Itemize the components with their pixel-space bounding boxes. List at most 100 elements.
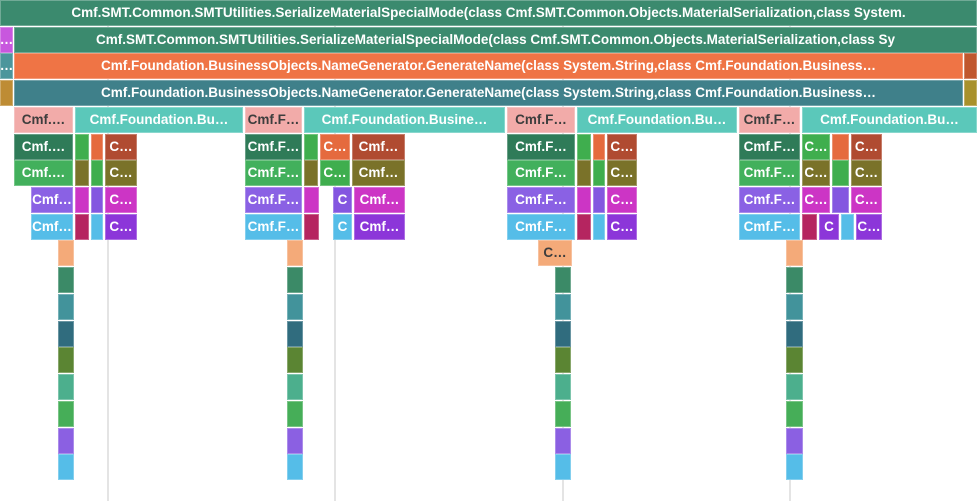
flame-frame[interactable] (555, 294, 571, 320)
flame-frame[interactable] (555, 401, 571, 427)
flame-frame[interactable] (577, 134, 591, 160)
flame-frame[interactable] (593, 187, 605, 213)
flame-frame[interactable] (832, 187, 849, 213)
flame-frame[interactable]: Cmf.SMT.Common.SMTUtilities.SerializeMat… (14, 27, 977, 53)
flame-frame[interactable] (786, 294, 803, 320)
flame-frame[interactable]: C (333, 187, 352, 213)
flame-frame[interactable] (841, 214, 854, 240)
flame-frame[interactable] (304, 214, 319, 240)
flame-frame[interactable] (786, 428, 803, 454)
flame-frame[interactable] (304, 134, 318, 160)
flame-frame[interactable] (58, 294, 74, 320)
flame-frame[interactable] (75, 187, 89, 213)
flame-frame[interactable]: Cmf.F… (507, 107, 575, 133)
flame-frame[interactable] (786, 267, 803, 293)
flame-frame[interactable]: C (333, 214, 352, 240)
flame-frame[interactable] (91, 187, 103, 213)
flame-frame[interactable] (832, 160, 849, 186)
flame-frame[interactable] (593, 160, 605, 186)
flame-frame[interactable]: Cmf.SMT.Common.SMTUtilities.SerializeMat… (0, 0, 977, 26)
flame-frame[interactable] (287, 374, 303, 400)
flame-frame[interactable]: Cmf.F… (739, 160, 800, 186)
flame-frame[interactable]: C… (538, 240, 572, 266)
flame-frame[interactable] (593, 134, 605, 160)
flame-frame[interactable]: Cmf.… (14, 134, 73, 160)
flame-frame[interactable] (287, 454, 303, 480)
flame-frame[interactable]: Cmf.… (14, 160, 73, 186)
flame-frame[interactable]: C… (320, 134, 350, 160)
flame-frame[interactable]: C (819, 214, 839, 240)
flame-frame[interactable]: Cmf.F… (739, 107, 800, 133)
flame-frame[interactable]: Cmf.Foundation.Bu… (577, 107, 737, 133)
flame-frame[interactable]: C… (320, 160, 350, 186)
flame-frame[interactable] (786, 454, 803, 480)
flame-frame[interactable]: Cmf… (354, 214, 405, 240)
flame-frame[interactable]: … (0, 27, 13, 53)
flame-frame[interactable] (58, 321, 74, 347)
flame-frame[interactable] (555, 267, 571, 293)
flame-frame[interactable] (287, 428, 303, 454)
flame-frame[interactable] (58, 240, 74, 266)
flame-frame[interactable] (75, 214, 89, 240)
flame-frame[interactable] (555, 428, 571, 454)
flame-frame[interactable]: Cmf… (352, 160, 405, 186)
flame-frame[interactable] (802, 214, 817, 240)
flame-frame[interactable]: … (0, 53, 13, 79)
flame-frame[interactable] (555, 454, 571, 480)
flame-frame[interactable] (555, 347, 571, 373)
flame-frame[interactable] (91, 160, 103, 186)
flame-frame[interactable]: Cmf.F… (245, 134, 302, 160)
flame-frame[interactable]: Cmf… (354, 187, 405, 213)
flame-frame[interactable]: Cmf.F… (739, 187, 800, 213)
flame-frame[interactable] (75, 160, 89, 186)
flame-frame[interactable] (0, 80, 13, 106)
flame-frame[interactable]: C… (607, 214, 637, 240)
flame-frame[interactable]: C… (105, 187, 137, 213)
flame-frame[interactable]: Cmf.F… (507, 160, 575, 186)
flame-frame[interactable] (555, 321, 571, 347)
flame-frame[interactable] (786, 374, 803, 400)
flame-frame[interactable] (786, 321, 803, 347)
flame-frame[interactable] (287, 401, 303, 427)
flame-frame[interactable]: C… (607, 160, 637, 186)
flame-frame[interactable]: Cmf… (31, 187, 73, 213)
flame-frame[interactable]: Cmf.F… (245, 107, 302, 133)
flame-frame[interactable]: C… (851, 160, 882, 186)
flame-frame[interactable]: C… (851, 187, 882, 213)
flame-frame[interactable]: C… (856, 214, 882, 240)
flame-frame[interactable]: Cmf.F… (507, 214, 575, 240)
flame-frame[interactable]: Cmf.Foundation.BusinessObjects.NameGener… (14, 53, 963, 79)
flame-frame[interactable] (786, 401, 803, 427)
flame-frame[interactable] (555, 374, 571, 400)
flame-frame[interactable] (287, 240, 303, 266)
flame-frame[interactable]: Cmf.Foundation.Bu… (802, 107, 977, 133)
flame-frame[interactable] (58, 428, 74, 454)
flame-frame[interactable]: Cmf.F… (739, 214, 800, 240)
flame-frame[interactable]: C… (607, 134, 637, 160)
flame-frame[interactable] (287, 347, 303, 373)
flame-frame[interactable]: Cmf.F… (245, 214, 302, 240)
flame-frame[interactable] (287, 321, 303, 347)
flame-frame[interactable]: Cmf.F… (739, 134, 800, 160)
flame-frame[interactable] (832, 134, 849, 160)
flame-frame[interactable]: Cmf.… (14, 107, 73, 133)
flame-frame[interactable]: C… (607, 187, 637, 213)
flame-frame[interactable]: Cmf.F… (507, 187, 575, 213)
flame-frame[interactable] (58, 401, 74, 427)
flame-frame[interactable]: Cmf.F… (245, 187, 302, 213)
flame-frame[interactable] (964, 53, 977, 79)
flame-frame[interactable] (577, 214, 591, 240)
flame-frame[interactable] (58, 347, 74, 373)
flame-frame[interactable]: C… (802, 187, 830, 213)
flame-frame[interactable] (91, 214, 103, 240)
flame-frame[interactable] (593, 214, 605, 240)
flame-frame[interactable]: Cmf.Foundation.Busine… (304, 107, 505, 133)
flame-frame[interactable]: C… (802, 160, 830, 186)
flame-frame[interactable]: Cmf.Foundation.Bu… (75, 107, 243, 133)
flame-frame[interactable] (304, 160, 318, 186)
flame-frame[interactable] (287, 294, 303, 320)
flame-frame[interactable] (304, 187, 319, 213)
flame-frame[interactable]: Cmf… (31, 214, 73, 240)
flame-frame[interactable] (91, 134, 103, 160)
flame-frame[interactable]: C… (105, 160, 137, 186)
